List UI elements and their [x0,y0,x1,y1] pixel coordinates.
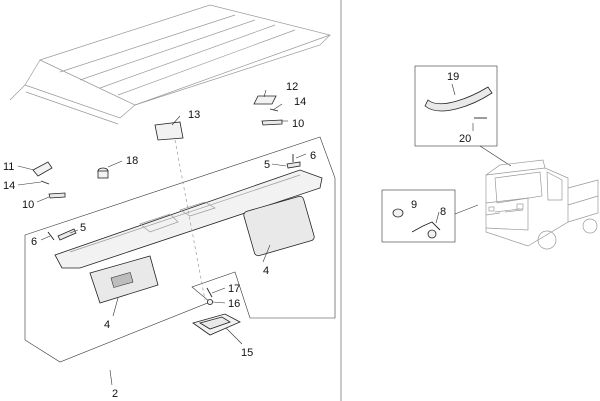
screw-14b [40,180,50,185]
callout-labels: 19 20 9 8 12 14 10 13 11 14 10 18 5 6 5 … [3,71,471,400]
callout-14-left: 14 [3,180,15,192]
lamp-wiring [411,221,441,239]
callout-9: 9 [411,199,417,211]
hinge-5b [286,161,301,169]
interior-lamp [392,208,404,218]
assembly-frame [24,136,336,363]
callout-10-left: 10 [22,199,34,211]
headliner-console [54,169,323,269]
callout-2: 2 [112,388,118,400]
roof-panel [9,4,332,125]
callout-17: 17 [228,283,240,295]
lamp-box [381,189,456,243]
screw-14a [269,108,279,112]
callout-15: 15 [241,347,253,359]
sun-visor-left [89,255,159,304]
screw-6a [47,231,55,241]
leader-lines [17,89,307,345]
callout-10-top: 10 [292,118,304,130]
callout-8: 8 [440,206,446,218]
callout-5-left: 5 [80,222,86,234]
pickup-truck [485,159,599,250]
washer-16 [206,298,213,305]
callout-20: 20 [459,133,471,145]
callout-19: 19 [447,71,459,83]
callout-6-left: 6 [31,236,37,248]
callout-4-right: 4 [263,265,269,277]
callout-6-right: 6 [310,150,316,162]
callout-16: 16 [228,298,240,310]
handle-box [414,65,498,147]
bracket-12 [253,95,277,105]
bracket-13 [154,121,184,141]
clip-11 [32,161,53,177]
clip-10b [48,192,66,199]
sun-visor-right [243,195,315,257]
callout-13: 13 [188,109,200,121]
dome-lamp [192,313,241,336]
grab-handle [424,86,493,112]
screw-17 [206,287,213,298]
callout-12: 12 [286,81,298,93]
callout-5-right: 5 [264,159,270,171]
callout-18: 18 [126,155,138,167]
plug-18 [97,167,109,179]
hinge-5a [57,228,77,241]
callout-14-top: 14 [294,96,306,108]
clip-10a [261,119,283,126]
callout-4-left: 4 [104,319,110,331]
callout-11: 11 [3,161,14,173]
